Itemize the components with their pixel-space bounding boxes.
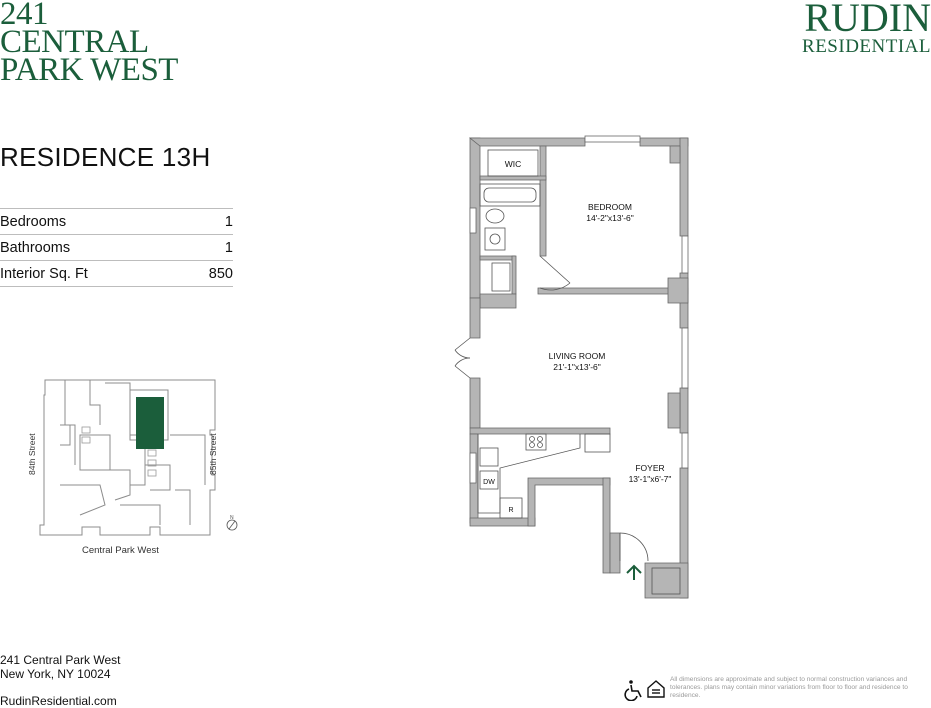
building-title: 241 CENTRAL PARK WEST: [0, 0, 200, 88]
fixture-label-dw: DW: [483, 479, 495, 486]
wall: [527, 477, 611, 527]
wall: [679, 387, 689, 434]
housing-icons: [624, 680, 665, 701]
wall: [644, 562, 689, 599]
north-label: N: [230, 515, 234, 521]
spec-row-bathrooms: Bathrooms 1: [0, 234, 233, 260]
keyplan-building-outline: [39, 379, 216, 536]
room-dims-living: 21'-1"x13'-6": [553, 362, 601, 372]
street-label-left: 84th Street: [27, 433, 37, 475]
spec-label: Bedrooms: [0, 214, 67, 230]
wall: [669, 145, 681, 164]
wall: [679, 137, 689, 237]
fixture-label-r: R: [508, 507, 513, 514]
room-label-foyer: FOYER: [635, 463, 664, 473]
equal-housing-icon: [647, 680, 665, 698]
room-label-wic: WIC: [505, 159, 522, 169]
bathtub: [479, 183, 541, 207]
spec-row-sqft: Interior Sq. Ft 850: [0, 260, 233, 287]
spec-value: 1: [224, 240, 233, 256]
north-arrow-icon: N: [226, 515, 238, 531]
wall: [539, 145, 547, 257]
key-plan: 84th Street 85th Street Central Park Wes…: [27, 379, 238, 555]
wall: [469, 517, 536, 527]
entrance-arrow-icon: [626, 564, 642, 580]
wall: [469, 297, 481, 339]
wall: [667, 392, 681, 429]
spec-label: Interior Sq. Ft: [0, 266, 88, 282]
wall: [511, 255, 517, 295]
specs-table: Bedrooms 1 Bathrooms 1 Interior Sq. Ft 8…: [0, 208, 233, 287]
website-link[interactable]: RudinResidential.com: [0, 694, 117, 708]
wall: [479, 255, 516, 261]
street-label-bottom: Central Park West: [82, 545, 159, 555]
appliance: [584, 433, 611, 453]
room-dims-foyer: 13'-1"x6'-7": [629, 474, 672, 484]
spec-row-bedrooms: Bedrooms 1: [0, 208, 233, 234]
wall: [469, 427, 611, 435]
dishwasher: [479, 470, 499, 490]
room-label-living: LIVING ROOM: [549, 351, 606, 361]
unit-highlight: [136, 397, 164, 449]
floor-plan: WIC BEDROOM 14'-2"x13'-6" LIVING ROOM 21…: [454, 135, 689, 599]
address-block: 241 Central Park West New York, NY 10024: [0, 653, 121, 681]
logo-line-2: RESIDENTIAL: [802, 36, 931, 57]
building-title-line: PARK WEST: [0, 52, 178, 88]
residence-title: RESIDENCE 13H: [0, 142, 211, 172]
street-label-right: 85th Street: [208, 433, 218, 475]
rudin-residential-logo: RUDIN RESIDENTIAL: [802, 0, 931, 58]
refrigerator: [499, 497, 523, 519]
foyer-closet: [651, 567, 681, 595]
wall: [609, 532, 621, 574]
wall: [479, 293, 517, 309]
wall: [667, 277, 689, 304]
wic-box: [487, 149, 539, 177]
room-dims-bedroom: 14'-2"x13'-6": [586, 213, 634, 223]
spec-label: Bathrooms: [0, 240, 71, 256]
toilet: [485, 208, 505, 224]
cooktop: [525, 433, 547, 451]
building-title-line: CENTRAL: [0, 24, 149, 60]
closet-linen: [491, 262, 511, 292]
wall: [468, 137, 586, 147]
spec-value: 1: [224, 214, 233, 230]
room-label-bedroom: BEDROOM: [588, 202, 632, 212]
disclaimer-text: All dimensions are approximate and subje…: [670, 676, 908, 699]
spec-value: 850: [208, 266, 233, 282]
logo-line-1: RUDIN: [804, 0, 931, 40]
address-line-2: New York, NY 10024: [0, 667, 111, 681]
bath-sink: [484, 227, 506, 251]
wall: [469, 377, 481, 429]
address-line-1: 241 Central Park West: [0, 653, 121, 667]
wheelchair-accessible-icon: [624, 680, 642, 701]
wall: [479, 175, 547, 181]
wall: [537, 287, 689, 295]
wall: [602, 477, 611, 574]
kitchen-sink: [479, 447, 499, 467]
building-title-line: 241: [0, 0, 49, 32]
